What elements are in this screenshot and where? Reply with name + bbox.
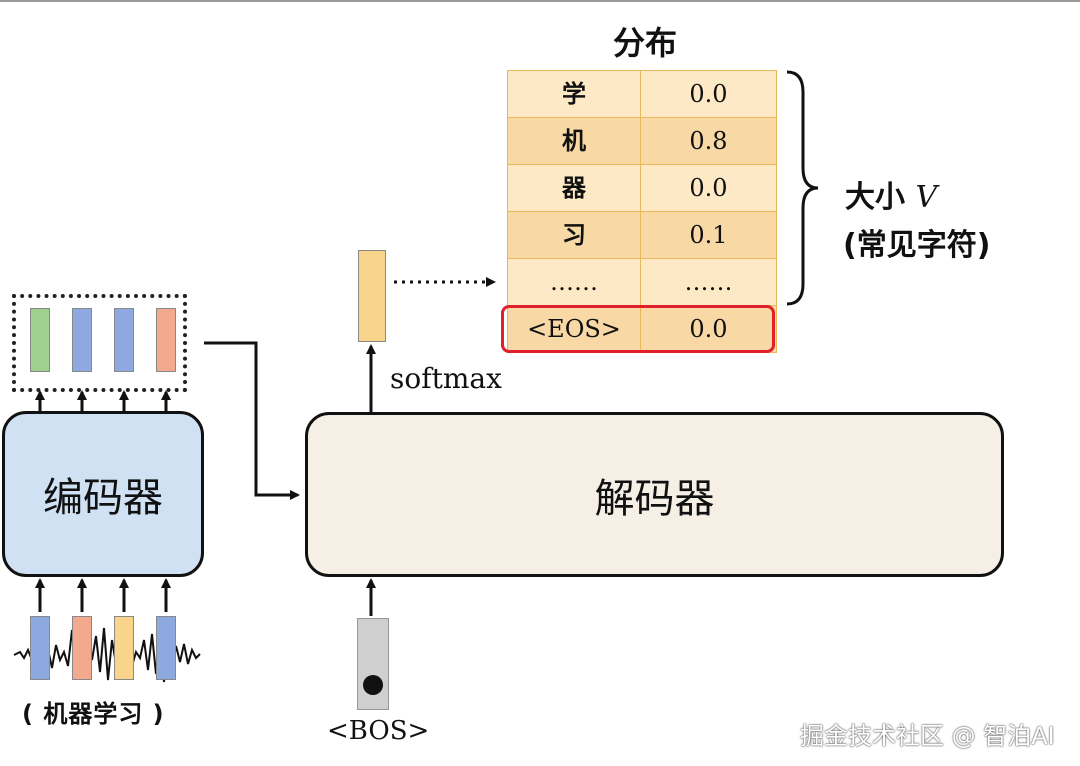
dist-prob: 0.8 (689, 127, 728, 155)
encoder-output-vector (72, 308, 92, 372)
decoder-label: 解码器 (594, 475, 715, 522)
vocab-size-label: 大小 V (845, 172, 937, 216)
vocab-size-text: 大小 (845, 180, 905, 215)
dist-row: <EOS> 0.0 (508, 306, 776, 353)
dist-row: 机 0.8 (508, 118, 776, 165)
dist-token: 机 (508, 118, 641, 164)
dist-row: 习 0.1 (508, 212, 776, 259)
softmax-label: softmax (390, 362, 502, 395)
dist-token: 器 (508, 165, 641, 211)
vocab-brace (786, 70, 819, 306)
bos-vector (357, 618, 389, 710)
dist-prob: …… (684, 268, 733, 296)
bos-label: <BOS> (327, 716, 430, 746)
encoder-output-group (12, 294, 187, 392)
input-label: ( 机器学习 ) (22, 700, 165, 728)
watermark: 掘金技术社区 @ 智泊AI (800, 722, 1055, 750)
dist-prob: 0.0 (689, 315, 728, 343)
vocab-size-var: V (915, 180, 938, 215)
enc-to-dec-connector (204, 341, 300, 500)
encoder-box: 编码器 (2, 411, 204, 577)
input-feature-vector (114, 616, 134, 680)
dist-row: 器 0.0 (508, 165, 776, 212)
encoder-label: 编码器 (43, 475, 163, 521)
bos-dot-icon (363, 675, 383, 695)
distribution-table: 学 0.0 机 0.8 器 0.0 习 0.1 …… …… <EOS> 0.0 (507, 70, 777, 353)
softmax-output-vector (358, 250, 386, 342)
dist-prob: 0.1 (689, 221, 728, 249)
dist-token: 习 (508, 212, 641, 258)
encoder-output-vector (156, 308, 176, 372)
encoder-output-vector (114, 308, 134, 372)
decoder-box: 解码器 (305, 412, 1004, 577)
input-feature-vector (30, 616, 50, 680)
dist-token: …… (508, 259, 641, 305)
input-feature-vector (156, 616, 176, 680)
top-divider (0, 0, 1080, 2)
dist-prob: 0.0 (689, 174, 728, 202)
dist-row: …… …… (508, 259, 776, 306)
encoder-output-vector (30, 308, 50, 372)
dist-token: 学 (508, 71, 641, 117)
distribution-title: 分布 (612, 24, 677, 62)
vocab-size-sub: (常见字符) (843, 228, 991, 263)
eos-highlight (501, 305, 775, 353)
dist-row: 学 0.0 (508, 70, 776, 118)
dist-token: <EOS> (508, 306, 641, 352)
input-feature-vector (72, 616, 92, 680)
dist-prob: 0.0 (689, 80, 728, 108)
